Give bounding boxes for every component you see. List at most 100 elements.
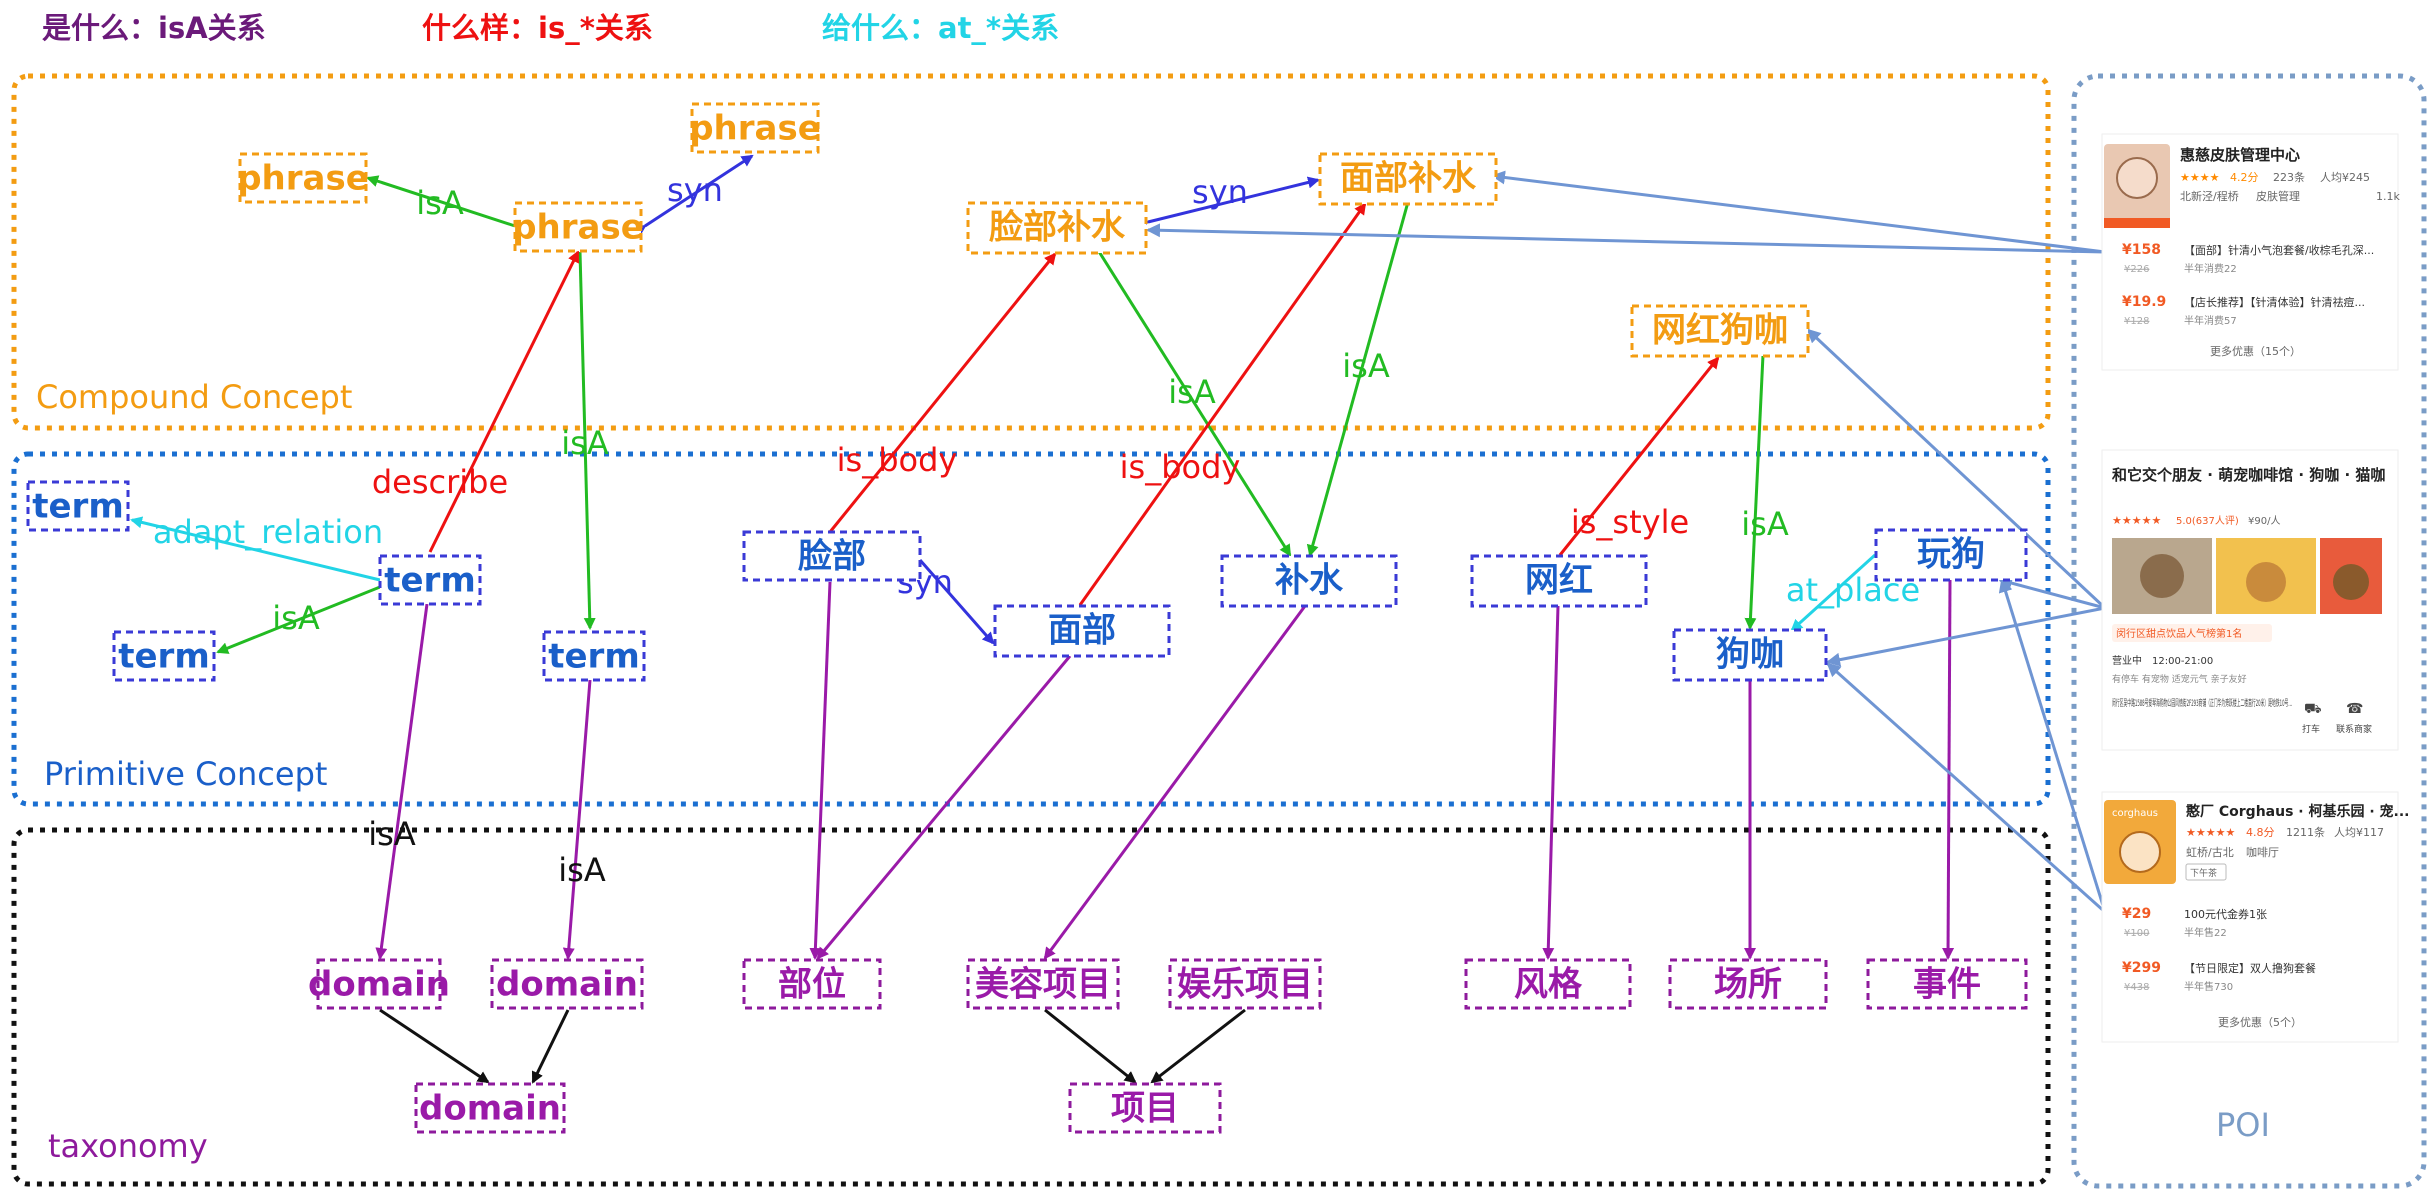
poi1-deal1-title: 【面部】针清小气泡套餐/收棕毛孔深... <box>2184 243 2374 257</box>
poi1-name: 惠慈皮肤管理中心 <box>2180 146 2300 164</box>
edge-poi3-wangou <box>1998 578 2107 913</box>
node-mianbu[interactable]: 面部 <box>993 604 1171 658</box>
node-gouka[interactable]: 狗咖 <box>1672 628 1828 682</box>
node-buwei[interactable]: 部位 <box>742 958 882 1010</box>
node-fengge[interactable]: 风格 <box>1464 958 1632 1010</box>
svg-text:term: term <box>118 637 210 677</box>
svg-text:狗咖: 狗咖 <box>1716 635 1784 675</box>
poi2-phone-icon[interactable]: ☎ <box>2346 701 2363 717</box>
poi1-deal1-orig: ¥226 <box>2124 264 2149 275</box>
svg-text:term: term <box>32 487 124 527</box>
svg-text:网红狗咖: 网红狗咖 <box>1652 311 1788 351</box>
node-lianbu[interactable]: 脸部 <box>742 530 922 582</box>
legend-isa: 是什么：isA关系 <box>42 11 266 45</box>
node-meirong[interactable]: 美容项目 <box>966 958 1120 1010</box>
node-lianbu-bushui[interactable]: 脸部补水 <box>966 201 1148 255</box>
edge-syn-lianbu <box>918 559 995 645</box>
edge-yule-xiangmu <box>1150 1008 1246 1084</box>
node-changsuo[interactable]: 场所 <box>1668 958 1828 1010</box>
svg-text:娱乐项目: 娱乐项目 <box>1177 965 1313 1005</box>
edge-at-place <box>1790 553 1877 632</box>
label-is-body1: is_body <box>837 441 958 479</box>
svg-text:脸部: 脸部 <box>798 537 866 577</box>
edge-poi2-wanghonggouka <box>1806 328 2107 610</box>
node-wanghong[interactable]: 网红 <box>1470 554 1648 608</box>
label-isa-dom2: isA <box>558 851 606 889</box>
poi1-deal1-sales: 半年消费22 <box>2184 262 2237 275</box>
poi1-distance: 1.1k <box>2376 190 2400 203</box>
svg-text:phrase: phrase <box>512 208 644 248</box>
edge-mianbu-buwei <box>816 655 1072 960</box>
node-shijian[interactable]: 事件 <box>1866 958 2028 1010</box>
node-bushui[interactable]: 补水 <box>1220 554 1398 608</box>
poi-card-2[interactable]: 和它交个朋友 · 萌宠咖啡馆 · 狗咖 · 猫咖 ★★★★★ 5.0(637人评… <box>2101 449 2399 751</box>
label-adapt: adapt_relation <box>153 513 383 551</box>
label-isa-term-phrase: isA <box>561 424 609 462</box>
edge-term-domain2 <box>562 679 592 960</box>
poi1-deal1-price: ¥158 <box>2122 242 2161 258</box>
node-term-left[interactable]: term <box>112 630 216 682</box>
label-describe: describe <box>372 463 508 501</box>
edge-describe <box>428 250 580 553</box>
poi-card-1[interactable]: 惠慈皮肤管理中心 ★★★★ 4.2分 223条 人均¥245 北新泾/程桥 皮肤… <box>2101 133 2400 371</box>
poi-card-3[interactable]: corghaus 憨厂 Corghaus · 柯基乐园 · 宠... ★★★★★… <box>2101 791 2410 1043</box>
poi3-area: 虹桥/古北 <box>2186 846 2234 859</box>
poi3-reviews: 1211条 <box>2286 825 2325 839</box>
svg-text:玩狗: 玩狗 <box>1917 535 1985 575</box>
node-yule[interactable]: 娱乐项目 <box>1168 958 1322 1010</box>
node-term-mid[interactable]: term <box>378 554 482 606</box>
edge-domain2-domain3 <box>531 1009 570 1084</box>
node-term-right[interactable]: term <box>542 630 646 682</box>
poi3-tag: 下午茶 <box>2190 867 2217 879</box>
poi1-face-icon <box>2116 157 2158 199</box>
svg-text:面部: 面部 <box>1048 611 1116 651</box>
poi2-taxi-icon[interactable]: ⛟ <box>2304 701 2322 717</box>
poi1-rating: 4.2分 <box>2230 171 2259 184</box>
poi1-deal2-price: ¥19.9 <box>2122 294 2166 310</box>
poi2-hours: 12:00-21:00 <box>2152 656 2213 667</box>
poi1-deal2-title: 【店长推荐】【针清体验】针清祛痘... <box>2184 295 2365 309</box>
poi2-dog-icon-3 <box>2333 564 2369 600</box>
poi1-deal2-sales: 半年消费57 <box>2184 314 2237 327</box>
poi2-taxi-button[interactable]: 打车 <box>2302 723 2320 735</box>
svg-text:面部补水: 面部补水 <box>1340 159 1477 199</box>
edge-poi2-wangou <box>1998 576 2106 610</box>
poi3-category: 咖啡厅 <box>2246 845 2279 859</box>
edge-wangou-shijian <box>1942 579 1955 960</box>
poi2-name: 和它交个朋友 · 萌宠咖啡馆 · 狗咖 · 猫咖 <box>2112 466 2385 484</box>
edge-term-domain1 <box>375 603 429 960</box>
poi3-deal2-price: ¥299 <box>2122 960 2161 976</box>
poi3-deal1-price: ¥29 <box>2122 906 2151 922</box>
svg-text:部位: 部位 <box>778 965 846 1005</box>
node-wanghong-gouka[interactable]: 网红狗咖 <box>1630 304 1810 358</box>
node-phrase-top[interactable]: phrase <box>689 102 821 154</box>
legend-is: 什么样：is_*关系 <box>422 11 653 45</box>
label-is-body2: is_body <box>1120 448 1241 486</box>
poi2-tags: 有停车 有宠物 适宠元气 亲子友好 <box>2112 673 2247 685</box>
node-domain1[interactable]: domain <box>308 958 450 1010</box>
poi2-dog-icon-1 <box>2140 554 2184 598</box>
taxonomy-nodes: domain domain domain 部位 美容项目 娱乐项目 项目 风格 <box>308 958 2028 1134</box>
edge-isa-gouka <box>1744 354 1765 630</box>
node-phrase-mid[interactable]: phrase <box>512 201 644 253</box>
node-mianbu-bushui[interactable]: 面部补水 <box>1318 152 1498 206</box>
node-term-tl[interactable]: term <box>26 480 130 532</box>
poi3-logo-text: corghaus <box>2112 808 2158 819</box>
poi2-contact-button[interactable]: 联系商家 <box>2336 723 2372 735</box>
node-domain3[interactable]: domain <box>414 1082 566 1134</box>
poi3-deal1-orig: ¥100 <box>2124 928 2149 939</box>
poi-label: POI <box>2216 1106 2270 1144</box>
poi3-more-link[interactable]: 更多优惠（5个） <box>2218 1015 2302 1029</box>
poi3-corgi-icon <box>2119 831 2161 873</box>
taxonomy-label: taxonomy <box>48 1127 208 1165</box>
svg-text:term: term <box>548 637 640 677</box>
node-wangou[interactable]: 玩狗 <box>1874 528 2028 582</box>
edge-isa-phrase-term <box>578 251 596 630</box>
edge-isa-face2 <box>1306 201 1410 557</box>
node-xiangmu[interactable]: 项目 <box>1068 1082 1222 1134</box>
node-phrase-left[interactable]: phrase <box>237 152 369 204</box>
edge-is-body2 <box>1078 202 1367 606</box>
poi1-reviews: 223条 <box>2273 170 2305 184</box>
node-domain2[interactable]: domain <box>490 958 644 1010</box>
poi1-more-link[interactable]: 更多优惠（15个） <box>2210 344 2301 358</box>
